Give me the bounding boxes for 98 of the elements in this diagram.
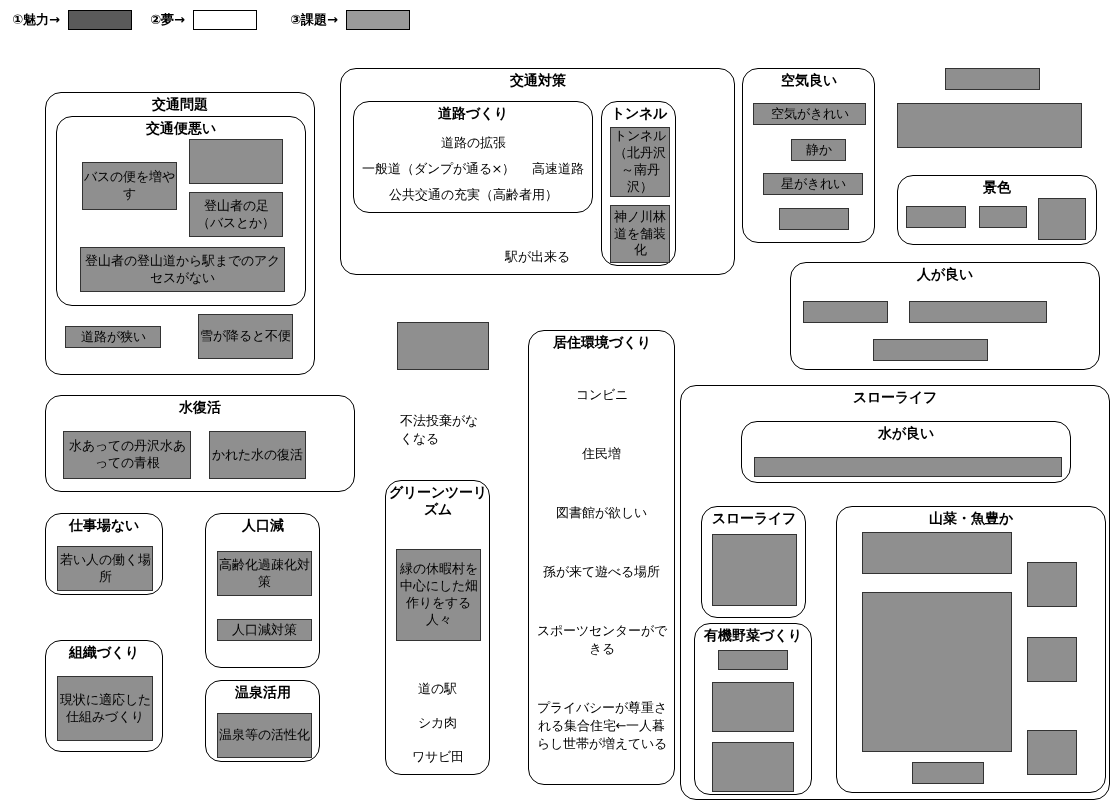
note-card: 水あっての丹沢水あっての青根 bbox=[63, 431, 191, 479]
note-card bbox=[1038, 198, 1086, 240]
note-card bbox=[397, 322, 489, 370]
legend-text: ②夢→ bbox=[150, 11, 185, 29]
note-card bbox=[712, 534, 797, 606]
group-frame bbox=[897, 175, 1097, 245]
legend-text: ③課題→ bbox=[290, 11, 338, 29]
group-heading: 有機野菜づくり bbox=[703, 627, 803, 644]
group-heading: 居住環境づくり bbox=[551, 334, 652, 351]
note-card: 空気がきれい bbox=[753, 103, 866, 125]
group-heading: 交通対策 bbox=[508, 72, 567, 89]
group-heading: 人口減 bbox=[240, 517, 285, 534]
note-card: 人口減対策 bbox=[217, 619, 312, 641]
group-heading: スローライフ bbox=[852, 389, 938, 406]
item-text: 駅が出来る bbox=[505, 248, 570, 266]
group-heading: 人が良い bbox=[916, 266, 974, 283]
note-card: 温泉等の活性化 bbox=[217, 713, 312, 758]
item-text: ワサビ田 bbox=[411, 748, 464, 766]
note-card bbox=[803, 301, 888, 323]
note-card: 登山者の登山道から駅までのアクセスがない bbox=[80, 247, 285, 292]
group-frame bbox=[836, 506, 1106, 793]
note-card: かれた水の復活 bbox=[209, 431, 306, 479]
note-card: 雪が降ると不便 bbox=[198, 314, 293, 359]
group-frame bbox=[45, 513, 163, 595]
note-card: 現状に適応した仕組みづくり bbox=[57, 676, 153, 741]
group-heading: トンネル bbox=[609, 105, 668, 122]
note-card bbox=[945, 68, 1040, 90]
group-frame bbox=[45, 92, 315, 375]
note-text: 不法投棄がなくなる bbox=[400, 412, 479, 448]
group-heading: グリーンツーリズム bbox=[387, 484, 488, 518]
note-card: トンネル（北丹沢～南丹沢） bbox=[610, 127, 670, 197]
group-heading: 仕事場ない bbox=[68, 517, 140, 534]
group-frame bbox=[45, 395, 355, 492]
note-card: 星がきれい bbox=[763, 173, 863, 195]
note-card bbox=[873, 339, 988, 361]
note-card bbox=[862, 592, 1012, 752]
note-card bbox=[189, 139, 283, 184]
group-heading: 交通問題 bbox=[151, 96, 209, 113]
note-card bbox=[754, 457, 1062, 477]
group-frame bbox=[205, 680, 320, 762]
item-text: スポーツセンターができる bbox=[535, 622, 668, 659]
group-heading: 山菜・魚豊か bbox=[928, 510, 1014, 527]
item-text: シカ肉 bbox=[418, 714, 457, 732]
note-card bbox=[862, 532, 1012, 574]
item-text: 孫が来て遊べる場所 bbox=[543, 563, 660, 582]
group-heading: 水が良い bbox=[877, 425, 935, 442]
group-frame bbox=[353, 101, 593, 213]
legend-text: ①魅力→ bbox=[12, 11, 60, 29]
item-text: 一般道（ダンプが通る×） bbox=[361, 160, 516, 178]
item-text: 道路の拡張 bbox=[440, 134, 506, 152]
group-frame bbox=[385, 480, 490, 775]
group-frame bbox=[742, 68, 875, 243]
group-heading: 景色 bbox=[982, 179, 1012, 196]
note-card bbox=[712, 742, 794, 792]
note-card: 高齢化過疎化対策 bbox=[217, 551, 312, 596]
note-card bbox=[712, 682, 794, 732]
group-heading: 道路づくり bbox=[437, 105, 509, 122]
item-text: 高速道路 bbox=[532, 160, 585, 178]
note-card bbox=[779, 208, 849, 230]
group-frame bbox=[45, 640, 163, 752]
group-frame bbox=[701, 506, 806, 618]
note-card: 若い人の働く場所 bbox=[57, 546, 153, 591]
item-text: 図書館が欲しい bbox=[556, 503, 647, 522]
group-heading: スローライフ bbox=[710, 510, 797, 527]
group-frame bbox=[694, 623, 812, 795]
item-text: プライバシーが尊重される集合住宅←一人暮らし世帯が増えている bbox=[535, 699, 668, 754]
group-frame bbox=[601, 101, 676, 266]
group-heading: 空気良い bbox=[779, 72, 838, 89]
note-card bbox=[718, 650, 788, 670]
note-card bbox=[1027, 562, 1077, 607]
note-card bbox=[1027, 637, 1077, 682]
group-heading: 交通便悪い bbox=[145, 120, 217, 137]
group-frame bbox=[528, 330, 675, 785]
group-heading: 組織づくり bbox=[67, 644, 140, 661]
item-text: 道の駅 bbox=[418, 680, 457, 698]
note-card: 道路が狭い bbox=[65, 326, 161, 348]
note-card bbox=[1027, 730, 1077, 775]
note-card bbox=[912, 762, 984, 784]
group-heading: 温泉活用 bbox=[233, 684, 292, 701]
note-card: バスの便を増やす bbox=[82, 162, 177, 210]
group-frame bbox=[205, 513, 320, 668]
group-frame bbox=[790, 262, 1100, 370]
note-card: 静か bbox=[791, 139, 846, 161]
note-card: 緑の休暇村を中心にした畑作りをする人々 bbox=[396, 549, 481, 641]
item-text: コンビニ bbox=[575, 385, 628, 404]
note-card bbox=[909, 301, 1047, 323]
group-heading: 水復活 bbox=[178, 399, 222, 416]
note-card bbox=[979, 206, 1027, 228]
note-card: 登山者の足（バスとか） bbox=[189, 192, 283, 237]
note-card: 神ノ川林道を舗装化 bbox=[610, 205, 670, 263]
item-text: 公共交通の充実（高齢者用） bbox=[388, 186, 558, 204]
group-frame bbox=[56, 116, 306, 306]
item-text: 住民増 bbox=[582, 444, 621, 463]
group-frame bbox=[340, 68, 735, 275]
note-card bbox=[897, 103, 1082, 148]
note-card bbox=[906, 206, 966, 228]
group-frame bbox=[741, 421, 1071, 483]
group-frame bbox=[680, 385, 1110, 800]
